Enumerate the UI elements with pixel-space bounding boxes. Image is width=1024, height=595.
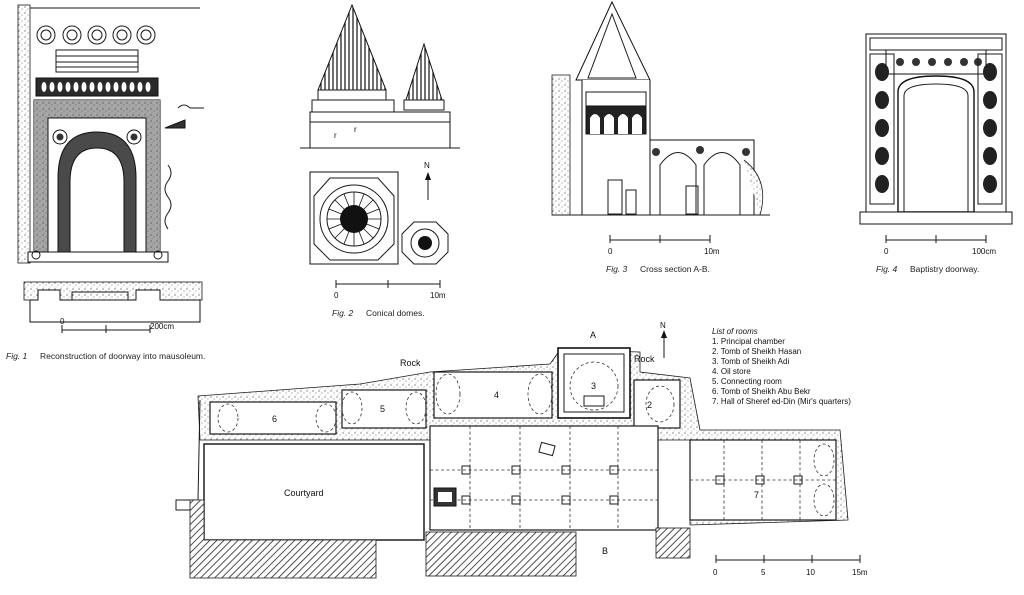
fig4-door-opening (897, 75, 975, 213)
legend-item-7: 7. Hall of Sheref ed-Din (Mir's quarters… (712, 397, 851, 406)
plan-section-b: B (602, 546, 608, 556)
fig2-north: N (424, 161, 430, 170)
plan-foundation-center (425, 531, 577, 577)
fig1-rosettes (36, 25, 156, 45)
site-plan: A B Rock Rock Courtyard 6 5 4 3 2 7 N Li… (175, 321, 868, 579)
fig2-conical-domes: r r N 0 10m Fig. 2 Conical domes. (300, 3, 460, 318)
fig1-wall-edge (17, 4, 31, 264)
fig2-caption: Conical domes. (366, 308, 425, 318)
fig2-small-cone (405, 42, 443, 101)
room-6 (209, 401, 337, 435)
fig1-number: Fig. 1 (6, 351, 28, 361)
fig1-scale-start: 0 (60, 317, 65, 326)
fig4-scale-end: 100cm (972, 247, 996, 256)
fig2-large-cone (317, 3, 387, 91)
fig3-number: Fig. 3 (606, 264, 628, 274)
fig4-baptistry-doorway: 0 100cm Fig. 4 Baptistry doorway. (859, 33, 1013, 274)
legend-item-5: 5. Connecting room (712, 377, 782, 386)
fig1-carved-motif (164, 119, 186, 129)
plan-north: N (660, 321, 666, 330)
plan-courtyard-label: Courtyard (284, 488, 324, 498)
legend-item-6: 6. Tomb of Sheikh Abu Bekr (712, 387, 811, 396)
room-4 (433, 371, 553, 419)
plan-foundation-right (655, 527, 691, 559)
legend-item-2: 2. Tomb of Sheikh Hasan (712, 347, 801, 356)
fig3-scale-end: 10m (704, 247, 720, 256)
fig3-caption: Cross section A-B. (640, 264, 710, 274)
plan-courtyard (203, 443, 425, 541)
fig1-doorway-elevation: 0 200cm Fig. 1 Reconstruction of doorway… (6, 4, 205, 361)
room-2-label: 2 (647, 400, 652, 410)
legend-item-1: 1. Principal chamber (712, 337, 785, 346)
fig4-number: Fig. 4 (876, 264, 898, 274)
fig3-cross-section: 0 10m Fig. 3 Cross section A-B. (551, 0, 770, 274)
plan-scale-5: 5 (761, 568, 766, 577)
fig2-scale-start: 0 (334, 291, 339, 300)
fig4-scale-start: 0 (884, 247, 889, 256)
fig4-caption: Baptistry doorway. (910, 264, 979, 274)
room-4-label: 4 (494, 390, 499, 400)
plan-scale-0: 0 (713, 568, 718, 577)
legend-item-3: 3. Tomb of Sheikh Adi (712, 357, 789, 366)
legend-item-4: 4. Oil store (712, 367, 751, 376)
plan-scale-10: 10 (806, 568, 815, 577)
svg-text:r: r (334, 131, 337, 140)
plan-rock-right: Rock (634, 354, 655, 364)
fig3-scale-start: 0 (608, 247, 613, 256)
plan-foundation-left (189, 499, 377, 579)
plan-scale-15: 15m (852, 568, 868, 577)
room-7-label: 7 (754, 490, 759, 500)
fig1-caption: Reconstruction of doorway into mausoleum… (40, 351, 205, 361)
room-2 (633, 379, 681, 429)
legend-title: List of rooms (712, 327, 758, 336)
svg-text:r: r (354, 125, 357, 134)
fig1-snake-motif (164, 164, 172, 230)
plan-rock-left: Rock (400, 358, 421, 368)
room-6-label: 6 (272, 414, 277, 424)
room-1-principal-chamber (429, 425, 659, 531)
fig2-number: Fig. 2 (332, 308, 354, 318)
room-5-label: 5 (380, 404, 385, 414)
fig1-scale-end: 200cm (150, 322, 174, 331)
room-3-label: 3 (591, 381, 596, 391)
plan-section-a: A (590, 330, 596, 340)
fig2-scale-end: 10m (430, 291, 446, 300)
fig1-arch-opening (69, 147, 125, 253)
